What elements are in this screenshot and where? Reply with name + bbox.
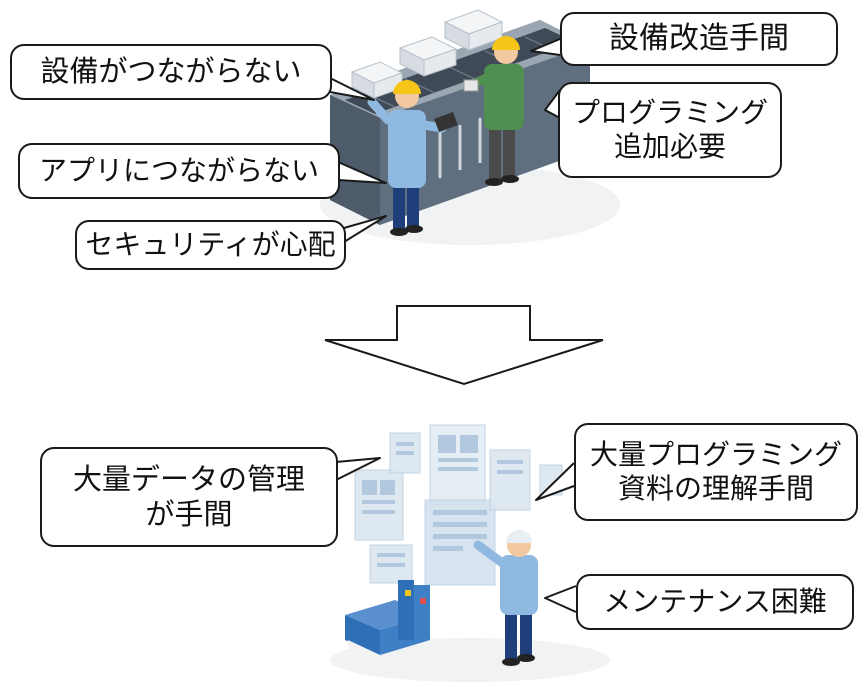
document-panel-icon bbox=[489, 449, 531, 511]
callout-text: 設備がつながらない bbox=[40, 54, 302, 89]
callout-programming-needed: プログラミング 追加必要 bbox=[558, 82, 782, 178]
document-panel-icon bbox=[389, 432, 421, 474]
callout-equipment-not-connected: 設備がつながらない bbox=[10, 44, 332, 100]
factory-scene-illustration bbox=[320, 9, 620, 245]
worker-inspector-icon bbox=[463, 36, 524, 186]
callout-text-line-2: が手間 bbox=[145, 497, 233, 531]
down-arrow-icon bbox=[324, 305, 604, 386]
callout-text: アプリにつながらない bbox=[38, 153, 319, 187]
callout-text-line-1: 大量データの管理 bbox=[72, 461, 305, 496]
document-panel-icon bbox=[429, 424, 486, 506]
worker-with-tablet-icon bbox=[367, 80, 458, 236]
callout-maintenance-difficult: メンテナンス困難 bbox=[576, 574, 854, 630]
documents-scene-illustration bbox=[330, 424, 610, 682]
callout-programming-docs-effort: 大量プログラミング 資料の理解手間 bbox=[574, 423, 858, 521]
callout-data-management-effort: 大量データの管理 が手間 bbox=[40, 447, 338, 547]
document-panel-icon bbox=[424, 499, 496, 586]
callout-text-line-2: 資料の理解手間 bbox=[617, 472, 814, 505]
box-icon bbox=[350, 61, 404, 99]
document-panel-icon bbox=[369, 544, 413, 584]
callout-text: メンテナンス困難 bbox=[603, 584, 827, 618]
callout-text-line-1: 大量プログラミング bbox=[589, 437, 842, 471]
callout-text-line-1: プログラミング bbox=[571, 95, 768, 129]
box-icon bbox=[398, 36, 458, 77]
callout-pointers bbox=[329, 38, 577, 613]
document-panel-icon bbox=[354, 469, 404, 541]
callout-security-concern: セキュリティが心配 bbox=[75, 220, 346, 270]
callout-text-line-2: 追加必要 bbox=[613, 130, 726, 163]
callout-apps-not-connected: アプリにつながらない bbox=[18, 143, 340, 199]
callout-equipment-modification-effort: 設備改造手間 bbox=[560, 12, 838, 66]
callout-text: 設備改造手間 bbox=[609, 20, 789, 56]
callout-text: セキュリティが心配 bbox=[85, 227, 336, 261]
books-stack-icon bbox=[345, 580, 430, 662]
worker-pointing-icon bbox=[473, 530, 538, 666]
